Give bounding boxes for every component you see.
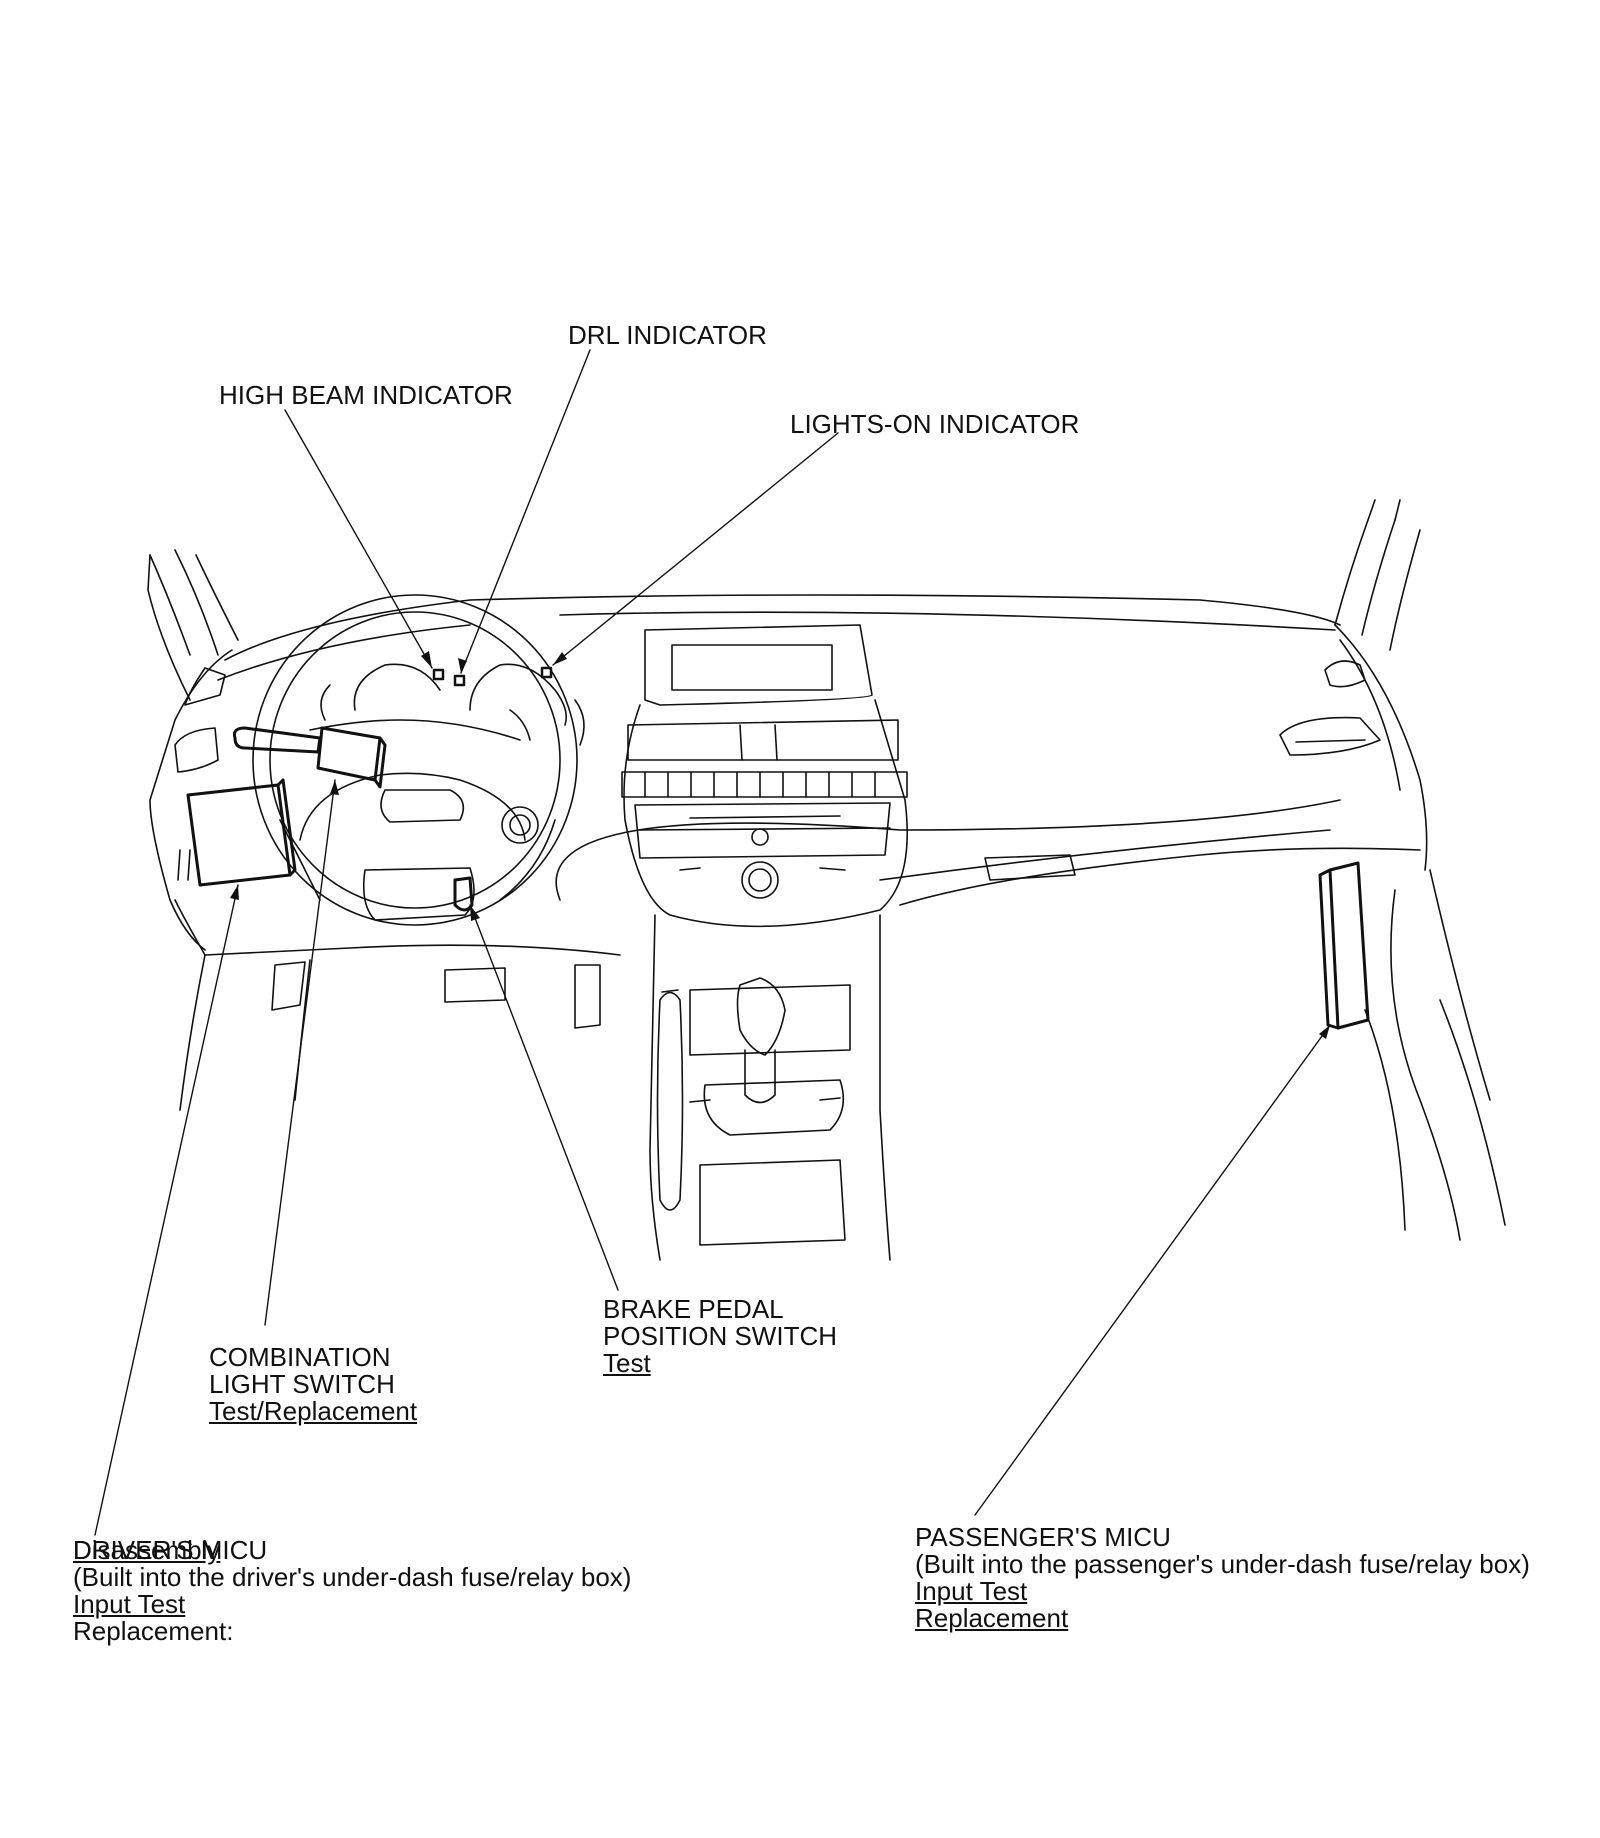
drivers-micu-input-test-link[interactable]: Input Test bbox=[73, 1589, 186, 1619]
passengers-micu-box bbox=[1318, 861, 1370, 1030]
combination-test-replacement-link[interactable]: Test/Replacement bbox=[209, 1396, 418, 1426]
gauge-cluster bbox=[320, 663, 585, 746]
lower-dash bbox=[204, 799, 1421, 956]
arrowhead-lights-on bbox=[553, 652, 567, 665]
drl-indicator-marker bbox=[453, 674, 466, 687]
arrowhead-combination bbox=[330, 780, 339, 795]
high-beam-indicator-text: HIGH BEAM INDICATOR bbox=[219, 380, 513, 410]
leader-passengers-micu bbox=[974, 1024, 1331, 1516]
center-console bbox=[649, 914, 891, 1261]
arrowhead-drivers-micu bbox=[230, 885, 239, 900]
brake-pedal-switch-body bbox=[453, 876, 474, 912]
leader-lights-on bbox=[552, 432, 839, 666]
parking-brake-lever bbox=[656, 989, 684, 1211]
right-footwell bbox=[1364, 869, 1506, 1241]
brake-pedal-test-link[interactable]: Test bbox=[603, 1348, 651, 1378]
arrowhead-drl bbox=[458, 658, 467, 673]
drl-indicator-label: DRL INDICATOR bbox=[568, 322, 767, 349]
right-a-pillar bbox=[1334, 499, 1421, 651]
arrowheads bbox=[230, 651, 1330, 1039]
right-vent bbox=[1279, 660, 1381, 756]
passengers-micu-label: PASSENGER'S MICU (Built into the passeng… bbox=[915, 1524, 1530, 1632]
button-row bbox=[621, 771, 908, 798]
drivers-micu-disassembly-link[interactable]: Disassembly bbox=[73, 1535, 221, 1565]
left-a-pillar bbox=[147, 549, 239, 701]
lights-on-indicator-label: LIGHTS-ON INDICATOR bbox=[790, 411, 1079, 438]
steering-wheel bbox=[252, 594, 578, 926]
drivers-micu-title: DRIVER'S MICU bbox=[73, 1535, 268, 1565]
brake-pedal-line1: BRAKE PEDAL bbox=[603, 1294, 784, 1324]
combination-line1: COMBINATION bbox=[209, 1342, 391, 1372]
lights-on-indicator-marker bbox=[540, 666, 553, 679]
drl-indicator-text: DRL INDICATOR bbox=[568, 320, 767, 350]
leader-combination bbox=[264, 779, 336, 1326]
passengers-micu-line2: (Built into the passenger's under-dash f… bbox=[915, 1549, 1530, 1579]
combination-line2: LIGHT SWITCH bbox=[209, 1369, 395, 1399]
arrowhead-high-beam bbox=[421, 651, 432, 668]
passengers-micu-title: PASSENGER'S MICU bbox=[915, 1522, 1171, 1552]
drivers-micu-replacement-text: Replacement: bbox=[73, 1616, 234, 1646]
drivers-micu-box bbox=[186, 778, 297, 887]
leader-high-beam bbox=[284, 409, 433, 669]
brake-pedal-line2: POSITION SWITCH bbox=[603, 1321, 837, 1351]
leader-drivers-micu bbox=[94, 884, 239, 1536]
brake-pedal-switch-label: BRAKE PEDAL POSITION SWITCH Test bbox=[603, 1296, 837, 1377]
leader-drl bbox=[460, 349, 591, 674]
passengers-micu-input-test-link[interactable]: Input Test bbox=[915, 1576, 1028, 1606]
high-beam-indicator-marker bbox=[432, 668, 445, 681]
leader-brake-pedal bbox=[469, 904, 619, 1291]
left-footwell bbox=[179, 954, 311, 1111]
dash-top bbox=[217, 594, 1428, 871]
pedals bbox=[271, 961, 601, 1029]
left-dash-side bbox=[149, 649, 233, 956]
drivers-micu-label: DRIVER'S MICU Disassembly (Built into th… bbox=[73, 1537, 631, 1645]
arrowhead-brake-pedal bbox=[470, 905, 480, 921]
leader-lines bbox=[94, 349, 1331, 1536]
passengers-micu-replacement-link[interactable]: Replacement bbox=[915, 1603, 1069, 1633]
combination-light-switch-label: COMBINATION LIGHT SWITCH Test/Replacemen… bbox=[209, 1344, 417, 1425]
arrowhead-passengers-micu bbox=[1319, 1025, 1330, 1039]
lights-on-indicator-text: LIGHTS-ON INDICATOR bbox=[790, 409, 1080, 439]
drivers-micu-line2: (Built into the driver's under-dash fuse… bbox=[73, 1562, 632, 1592]
high-beam-indicator-label: HIGH BEAM INDICATOR bbox=[219, 382, 513, 409]
combination-light-switch-body bbox=[233, 726, 387, 789]
center-stack bbox=[621, 624, 908, 928]
